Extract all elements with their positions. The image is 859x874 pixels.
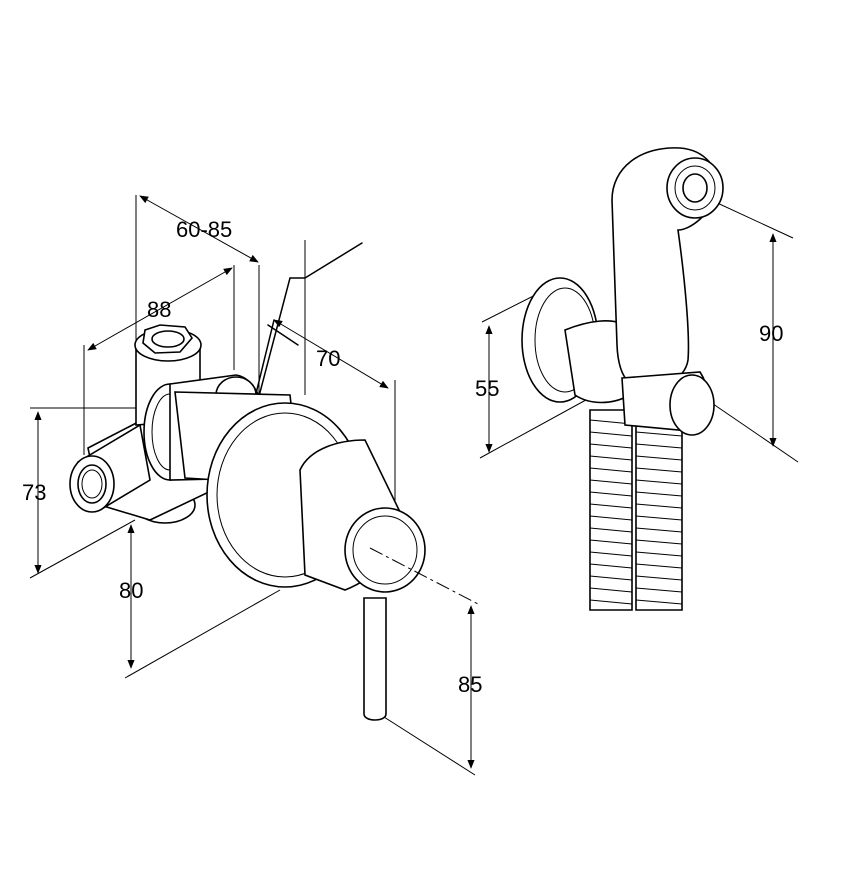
dim-label-flange-offset: 70 bbox=[316, 346, 340, 371]
concealed-valve bbox=[29, 195, 481, 776]
dim-label-lever-length: 85 bbox=[458, 672, 482, 697]
dim-label-body-width: 88 bbox=[147, 297, 171, 322]
dim-label-spray-height: 90 bbox=[759, 321, 783, 346]
dim-label-holder-height: 55 bbox=[475, 376, 499, 401]
dim-label-valve-depth: 60-85 bbox=[176, 217, 232, 242]
hand-shower bbox=[479, 147, 799, 611]
dim-label-lower-offset: 80 bbox=[119, 578, 143, 603]
dim-label-height-left: 73 bbox=[22, 480, 46, 505]
